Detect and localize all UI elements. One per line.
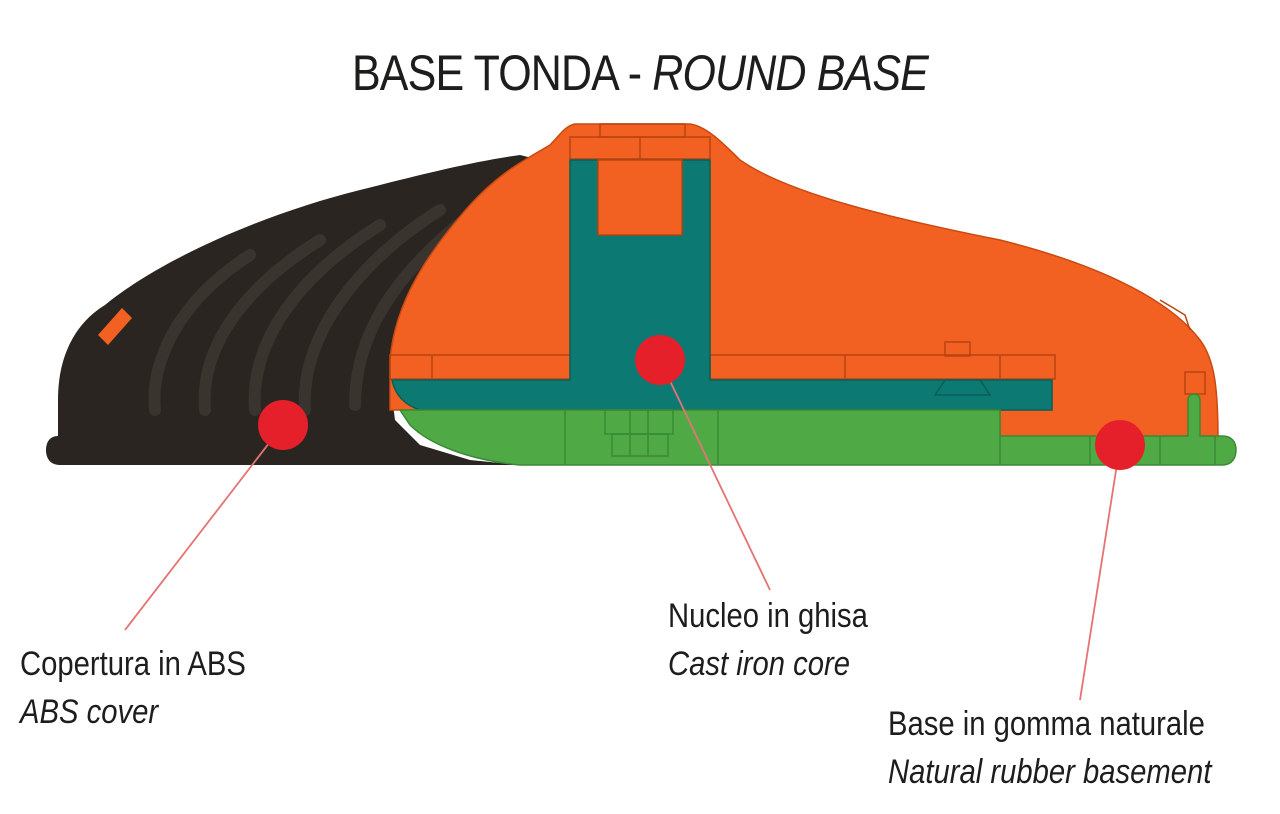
page-title: BASE TONDA - ROUND BASE bbox=[90, 44, 1191, 102]
label-abs-cover-en: ABS cover bbox=[20, 693, 159, 731]
marker-cover bbox=[258, 400, 308, 450]
label-core-it: Nucleo in ghisa bbox=[668, 597, 868, 635]
label-abs-cover-it: Copertura in ABS bbox=[20, 645, 246, 683]
label-base-en: Natural rubber basement bbox=[888, 753, 1212, 791]
rubber-base-shape bbox=[398, 393, 1237, 466]
marker-base bbox=[1095, 420, 1145, 470]
label-cast-iron-core: Nucleo in ghisa Cast iron core bbox=[668, 592, 868, 688]
abs-cover-notch bbox=[98, 308, 132, 345]
marker-core bbox=[635, 335, 685, 385]
cast-iron-core-window bbox=[597, 159, 683, 236]
title-main: BASE TONDA - bbox=[351, 45, 653, 101]
label-core-en: Cast iron core bbox=[668, 645, 851, 683]
label-abs-cover: Copertura in ABS ABS cover bbox=[20, 640, 246, 736]
rubber-base-lines bbox=[564, 409, 1216, 465]
leader-core bbox=[659, 359, 771, 591]
label-base-it: Base in gomma naturale bbox=[888, 705, 1205, 743]
title-italic: ROUND BASE bbox=[652, 45, 929, 101]
leader-cover bbox=[124, 424, 284, 631]
leader-base bbox=[1079, 444, 1121, 701]
core-bolt-head bbox=[933, 379, 992, 396]
label-rubber-base: Base in gomma naturale Natural rubber ba… bbox=[888, 700, 1211, 796]
leader-lines bbox=[124, 359, 1121, 701]
